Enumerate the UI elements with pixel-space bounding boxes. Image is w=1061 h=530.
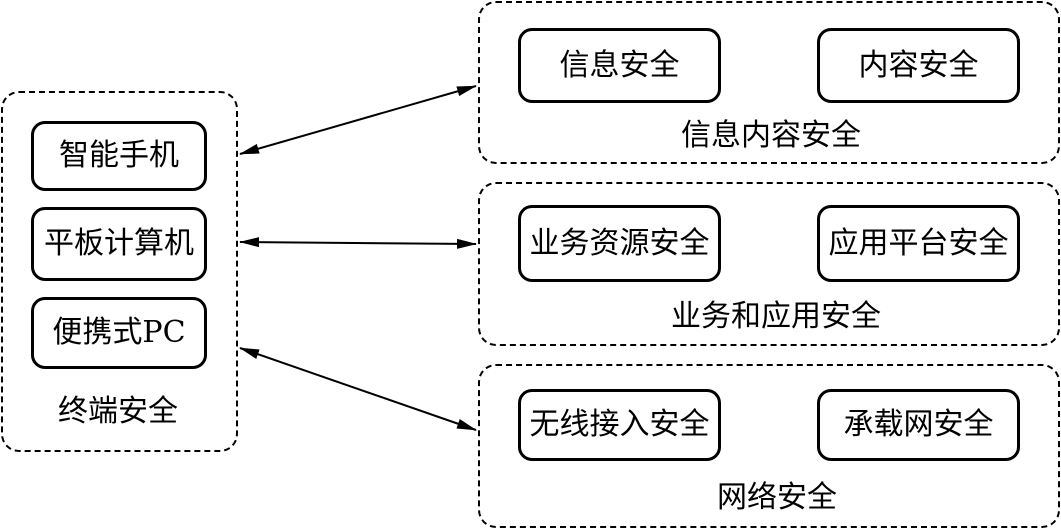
- terminal-security-group: [1, 91, 238, 452]
- terminal-security-label: 终端安全: [58, 394, 178, 429]
- smartphone-label: 智能手机: [59, 138, 179, 173]
- content-security-group-label: 信息内容安全: [681, 118, 861, 153]
- application-platform-security-box: 应用平台安全: [817, 205, 1020, 282]
- wireless-access-security-label: 无线接入安全: [529, 407, 710, 442]
- bearer-network-security-box: 承载网安全: [817, 389, 1020, 461]
- business-resource-security-box: 业务资源安全: [518, 205, 721, 282]
- business-application-security-group: [478, 182, 1060, 346]
- portable-pc-box: 便携式PC: [31, 297, 207, 369]
- portable-pc-label: 便携式PC: [52, 315, 186, 350]
- bearer-network-security-label: 承载网安全: [843, 407, 994, 442]
- network-security-group-label: 网络安全: [717, 480, 837, 515]
- tablet-computer-box: 平板计算机: [31, 207, 207, 281]
- application-platform-security-label: 应用平台安全: [828, 225, 1009, 261]
- content-security-box: 内容安全: [817, 28, 1020, 103]
- content-security-label: 内容安全: [858, 47, 979, 83]
- tablet-computer-label: 平板计算机: [44, 226, 194, 261]
- business-application-security-label: 业务和应用安全: [671, 299, 881, 334]
- smartphone-box: 智能手机: [31, 121, 207, 191]
- business-resource-security-label: 业务资源安全: [529, 225, 710, 261]
- arrow-terminal-to-content: [239, 85, 477, 155]
- arrow-terminal-to-business: [239, 237, 477, 249]
- information-security-box: 信息安全: [518, 28, 721, 103]
- information-security-label: 信息安全: [559, 47, 680, 83]
- network-security-group: [478, 364, 1060, 528]
- content-security-group: [478, 1, 1060, 164]
- wireless-access-security-box: 无线接入安全: [518, 389, 721, 461]
- arrow-terminal-to-network: [239, 347, 477, 431]
